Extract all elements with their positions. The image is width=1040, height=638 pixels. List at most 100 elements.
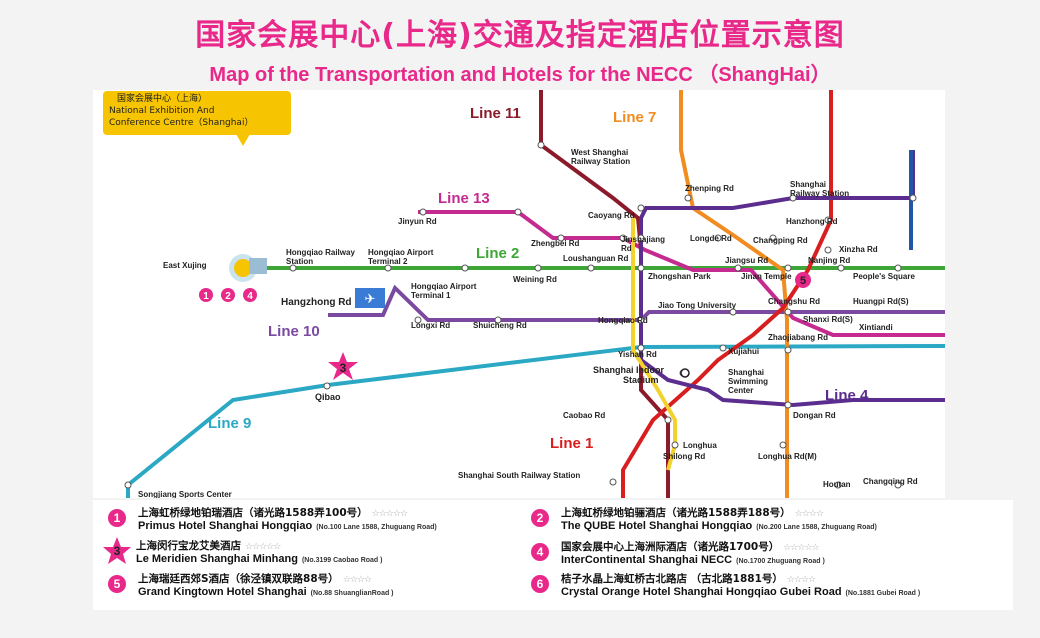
hotel-addr: (No.3199 Caobao Road ): [301, 557, 383, 564]
station-label: Shanghai South Railway Station: [458, 471, 580, 480]
line-13-name: Line 13: [438, 190, 490, 207]
line-4-route: [639, 150, 945, 408]
station-label: People's Square: [853, 272, 915, 281]
station-label: Longhua Rd(M): [758, 452, 817, 461]
svg-text:3: 3: [340, 361, 347, 375]
station-label: Shanghai: [790, 180, 826, 189]
station-label: Changqing Rd: [863, 477, 918, 486]
station-label: Zhengbei Rd: [531, 239, 580, 248]
station-label: Railway Station: [790, 189, 849, 198]
station-label: Hongqiao Airport: [368, 248, 434, 257]
hotel-badge: 4: [531, 543, 549, 561]
station-label: Hangzhong Rd: [281, 297, 352, 308]
station-label: Zhenping Rd: [685, 184, 734, 193]
hotel-cn: 国家会展中心上海洲际酒店（诸光路1700号）: [561, 541, 780, 553]
station-label: Loushanguan Rd: [563, 254, 628, 263]
station-label: Terminal 1: [411, 291, 451, 300]
title-english: Map of the Transportation and Hotels for…: [209, 64, 831, 86]
line-3-route: [631, 218, 677, 471]
hotel-addr: (No.100 Lane 1588, Zhuguang Road): [316, 524, 437, 531]
venue-callout: 国家会展中心（上海） National Exhibition And Confe…: [103, 91, 291, 135]
station-label: Longxi Rd: [411, 321, 450, 330]
station-label: Station: [286, 257, 313, 266]
hotel-badge: 3: [113, 544, 121, 558]
hotel-addr: (No.1700 Zhuguang Road ): [736, 558, 825, 565]
station-label: Xujiahui: [728, 347, 759, 356]
hotel-en: Le Meridien Shanghai Minhang: [136, 553, 298, 565]
hotel-badge: 2: [531, 509, 549, 527]
station-label: Railway Station: [571, 157, 630, 166]
line-7-route: [679, 90, 789, 498]
station-label: Qibao: [315, 392, 341, 402]
line-2-name: Line 2: [476, 245, 519, 262]
station-label: Hongqiao Rd: [598, 316, 648, 325]
station-label: Longde Rd: [690, 234, 732, 243]
station-label: Dongan Rd: [793, 411, 836, 420]
hotel-5: 5 上海瑞廷西郊S酒店（徐泾镇双联路88号）☆☆☆☆ Grand Kingtow…: [108, 572, 394, 600]
station-label: Yishan Rd: [618, 350, 657, 359]
hotel-stars: ☆☆☆☆☆: [783, 542, 819, 552]
station-label: Caobao Rd: [563, 411, 605, 420]
hotel-addr: (No.88 ShuanglianRoad ): [310, 590, 394, 597]
hotel-6: 6 桔子水晶上海虹桥古北路店 （古北路1881号）☆☆☆☆ Crystal Or…: [531, 572, 920, 600]
hotel-4: 4 国家会展中心上海洲际酒店（诸光路1700号）☆☆☆☆☆ InterConti…: [531, 540, 825, 568]
station-label: Swimming: [728, 377, 768, 386]
jinan-temple-marker: 5: [795, 272, 811, 288]
hotel-en: The QUBE Hotel Shanghai Hongqiao: [561, 520, 753, 532]
hotel-cn: 上海瑞廷西郊S酒店（徐泾镇双联路88号）: [138, 573, 339, 585]
station-label: Hongqiao Railway: [286, 248, 355, 257]
station-label: Changping Rd: [753, 236, 808, 245]
station-label: Songjiang Sports Center: [138, 490, 232, 498]
hotel-badge: 5: [108, 575, 126, 593]
station-label: Houtan: [823, 480, 851, 489]
venue-hotel-markers: 1 2 4: [199, 288, 257, 302]
station-label: Jinan Temple: [741, 272, 792, 281]
station-label: Weining Rd: [513, 275, 557, 284]
airport-icon: [355, 288, 385, 308]
hotel-stars: ☆☆☆☆☆: [371, 508, 408, 518]
line-13-route: [418, 210, 945, 337]
station-label: Shanghai Indoor: [593, 365, 664, 375]
marker-4: 4: [247, 291, 253, 302]
station-label: Jiangsu Rd: [725, 256, 768, 265]
hotel-legend: 1 上海虹桥绿地铂瑞酒店（诸光路1588弄100号）☆☆☆☆☆ Primus H…: [93, 500, 1013, 610]
line-11-name: Line 11: [470, 105, 521, 122]
station-label: Xintiandi: [859, 323, 893, 332]
station-label: Jiao Tong University: [658, 301, 737, 310]
hotel-addr: (No.1881 Gubei Road ): [845, 590, 921, 597]
station-label: Zhongshan Park: [648, 272, 711, 281]
hotel-stars: ☆☆☆☆: [786, 574, 816, 584]
venue-icon: [229, 254, 267, 282]
hotel-en: Grand Kingtown Hotel Shanghai: [138, 586, 307, 598]
hotel-en: Primus Hotel Shanghai Hongqiao: [138, 520, 313, 532]
station-label: Hongqiao Airport: [411, 282, 477, 291]
hotel-cn: 上海虹桥绿地铂骊酒店（诸光路1588弄188号）: [561, 507, 791, 519]
station-label: Xinzha Rd: [839, 245, 878, 254]
hotel-1: 1 上海虹桥绿地铂瑞酒店（诸光路1588弄100号）☆☆☆☆☆ Primus H…: [108, 506, 437, 534]
qibao-star-marker: 3: [328, 352, 358, 380]
hotel-2: 2 上海虹桥绿地铂骊酒店（诸光路1588弄188号）☆☆☆☆ The QUBE …: [531, 506, 877, 534]
marker-1: 1: [203, 291, 209, 302]
hotel-3: 3 上海闵行宝龙艾美酒店☆☆☆☆☆ Le Meridien Shanghai M…: [103, 536, 383, 567]
callout-en1: National Exhibition And: [109, 106, 215, 116]
marker-2: 2: [225, 291, 231, 302]
hotel-stars: ☆☆☆☆: [794, 508, 824, 518]
hotel-cn: 桔子水晶上海虹桥古北路店 （古北路1881号）: [561, 573, 783, 585]
station-label: Zhaojiabang Rd: [768, 333, 828, 342]
line-1-route: [621, 90, 833, 498]
station-label: Hanzhong Rd: [786, 217, 838, 226]
station-label: Shanxi Rd(S): [803, 315, 853, 324]
station-label: Shuicheng Rd: [473, 321, 527, 330]
line-1-name: Line 1: [550, 435, 593, 452]
station-label: Nanjing Rd: [808, 256, 850, 265]
station-label: Jinyun Rd: [398, 217, 437, 226]
hotel-badge: 1: [108, 509, 126, 527]
callout-tail: [236, 134, 250, 146]
station-label: Caoyang Rd: [588, 211, 635, 220]
star-icon: 3: [102, 536, 132, 566]
station-label: Shanghai: [728, 368, 764, 377]
station-label: West Shanghai: [571, 148, 628, 157]
line-7-name: Line 7: [613, 109, 656, 126]
station-label: Rd: [621, 244, 632, 253]
station-label: Stadium: [623, 375, 659, 385]
